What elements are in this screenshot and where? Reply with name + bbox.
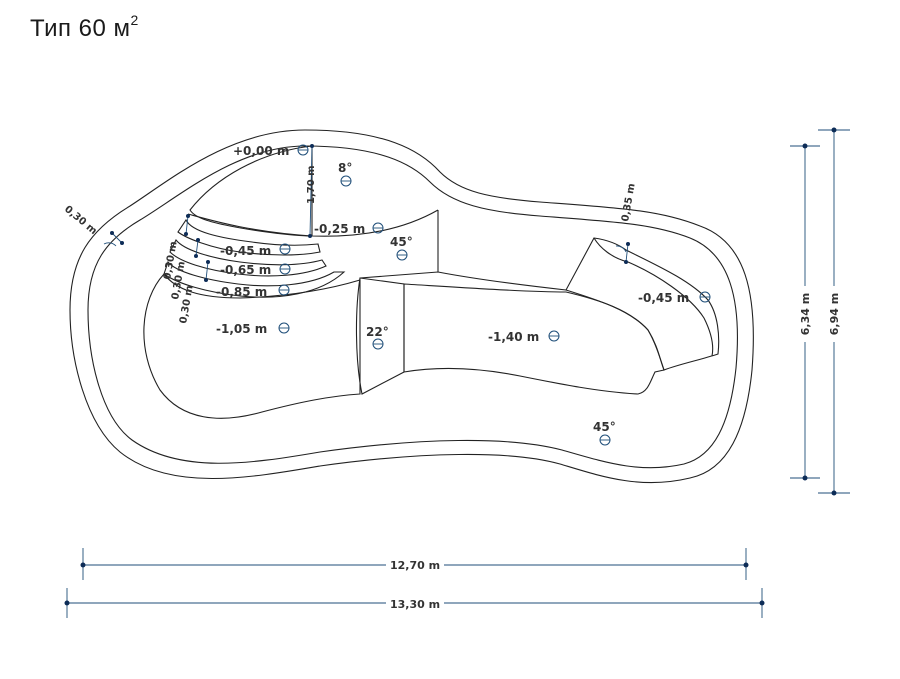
depth-label-step2: -0,45 m (220, 244, 271, 258)
dim-inner-length-label-bg (386, 558, 444, 572)
step-2 (169, 238, 327, 277)
pool-outer-rim (69, 129, 754, 484)
dim-inner-width-label: 6,34 m (799, 293, 812, 335)
dim-inner-width-dot-bottom (802, 475, 808, 481)
angle-marker-1 (340, 175, 352, 187)
bench-width-dot-bottom (624, 260, 628, 264)
dim-outer-length-label: 13,30 m (390, 598, 440, 611)
depth-marker-step4 (278, 284, 290, 296)
rim-width-dot-outer (110, 231, 114, 235)
pool-inner-rim (87, 145, 739, 469)
page-title: Тип 60 м2 (30, 12, 139, 43)
bench-width-tick (625, 243, 629, 263)
deep-zone (403, 283, 665, 395)
entry-depth-dot-bottom (308, 234, 312, 238)
bench-width-label: 0,35 m (620, 183, 638, 223)
shallow-zone (143, 273, 361, 419)
depth-marker-rim (297, 144, 309, 156)
depth-label-shallow: -1,05 m (216, 322, 267, 336)
right-bench (565, 237, 720, 371)
depth-marker-shallow (278, 322, 290, 334)
depth-label-step4: -0,85 m (216, 285, 267, 299)
step-1 (177, 218, 321, 256)
step-dot-6 (204, 278, 208, 282)
step-dot-3 (196, 238, 200, 242)
dim-inner-width-dot-top (802, 143, 808, 149)
rim-width-dot-inner (120, 241, 124, 245)
depth-label-step3: -0,65 m (220, 263, 271, 277)
dim-outer-width-label-bg (827, 286, 841, 342)
title-superscript: 2 (130, 12, 139, 28)
angle-label-2: 45° (390, 235, 413, 249)
depth-marker-step1 (372, 222, 384, 234)
dim-inner-length-dot-right (743, 562, 749, 568)
depth-label-step1: -0,25 m (314, 222, 365, 236)
dim-outer-width-label: 6,94 m (828, 293, 841, 335)
dim-inner-width-label-bg (798, 286, 812, 342)
angle-marker-2 (396, 249, 408, 261)
depth-marker-step3 (279, 263, 291, 275)
depth-marker-right-bench (699, 291, 711, 303)
step-width-tick-2 (195, 239, 199, 257)
step-3 (163, 260, 346, 298)
dim-outer-width-dot-top (831, 127, 837, 133)
dim-outer-width-dot-bottom (831, 490, 837, 496)
entry-platform (189, 145, 313, 237)
depth-label-deep: -1,40 m (488, 330, 539, 344)
depth-marker-step2 (279, 243, 291, 255)
dim-inner-length-label: 12,70 m (390, 559, 440, 572)
dim-outer-length-dot-right (759, 600, 765, 606)
angle-label-1: 8° (338, 161, 352, 175)
entry-depth-label: 1,70 m (306, 165, 317, 204)
dim-inner-length-dot-left (80, 562, 86, 568)
dim-outer-length-dot-left (64, 600, 70, 606)
angle-marker-4 (599, 434, 611, 446)
bench-width-arc (615, 245, 627, 253)
title-text: Тип 60 м (30, 15, 131, 42)
step-width-tick-1 (185, 215, 189, 235)
rim-width-tick (111, 232, 123, 244)
slope-top-edge (359, 271, 567, 291)
step-shelf-edge (187, 209, 439, 237)
step-dot-5 (206, 260, 210, 264)
step-dot-1 (186, 214, 190, 218)
depth-label-right-bench: -0,45 m (638, 291, 689, 305)
step-dot-2 (184, 232, 188, 236)
dim-outer-length-label-bg (386, 596, 444, 610)
angle-label-3: 22° (366, 325, 389, 339)
entry-depth-tick (309, 145, 313, 237)
rim-width-label: 0,30 m (62, 204, 99, 237)
rim-width-arc (103, 242, 117, 247)
step-width-tick-3 (205, 261, 209, 281)
right-bench-lip (593, 237, 714, 357)
slope-zone (355, 277, 405, 395)
angle-label-4: 45° (593, 420, 616, 434)
entry-depth-dot-top (310, 144, 314, 148)
depth-label-rim: +0,00 m (233, 144, 289, 158)
angle-marker-3 (372, 338, 384, 350)
step-dot-4 (194, 254, 198, 258)
bench-width-dot-top (626, 242, 630, 246)
depth-marker-deep (548, 330, 560, 342)
